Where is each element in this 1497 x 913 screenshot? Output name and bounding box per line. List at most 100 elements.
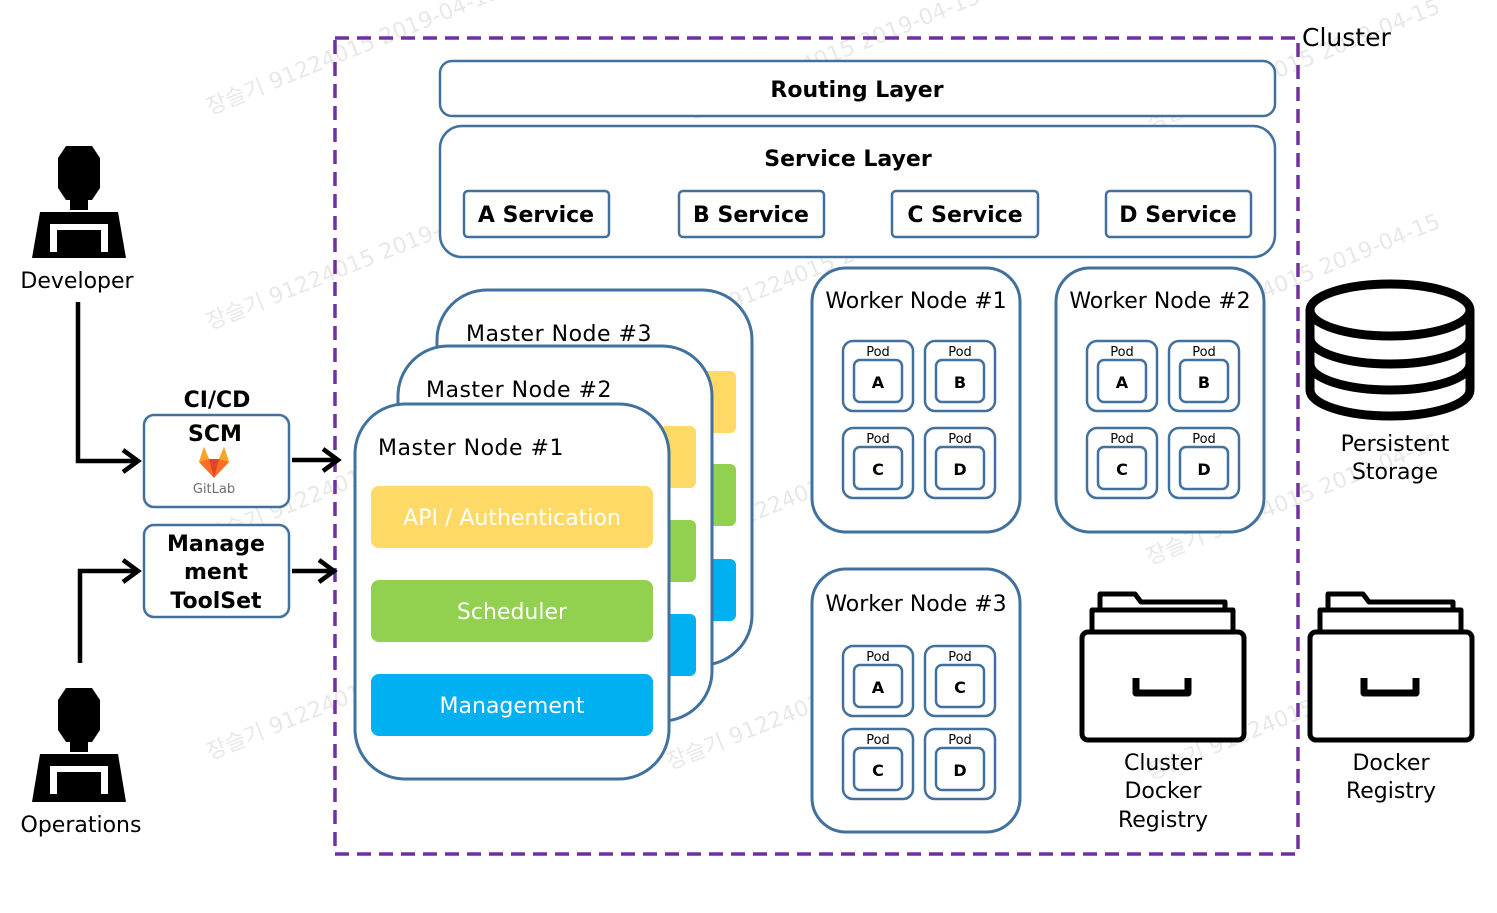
- database-icon: [1305, 279, 1475, 421]
- pod: Pod A: [1085, 339, 1159, 413]
- arrowhead: [121, 448, 142, 474]
- management-block: [371, 674, 653, 736]
- toolset-line1: Manage: [167, 532, 265, 557]
- pod: Pod C: [841, 727, 915, 801]
- pod-label: Pod: [948, 432, 972, 447]
- service-label-d: D Service: [1119, 203, 1236, 228]
- cluster-registry-line2: Docker: [1124, 779, 1202, 804]
- docker-registry-line1: Docker: [1352, 751, 1430, 776]
- cluster-registry-line1: Cluster: [1124, 751, 1203, 776]
- pod-label: Pod: [866, 733, 890, 748]
- routing-layer-box: [438, 59, 1277, 118]
- pod: Pod D: [923, 426, 997, 500]
- docker-registry: Docker Registry: [1307, 591, 1475, 804]
- arrowhead: [321, 447, 342, 473]
- pod-label: Pod: [866, 345, 890, 360]
- user-laptop-icon: [32, 688, 126, 802]
- master-node-1-label: Master Node #1: [378, 436, 564, 461]
- operations-label: Operations: [21, 813, 142, 838]
- storage-label-line2: Storage: [1352, 460, 1438, 485]
- pod-label: Pod: [948, 733, 972, 748]
- pod-name: D: [953, 460, 966, 479]
- storage-label-line1: Persistent: [1341, 432, 1450, 457]
- pod-label: Pod: [1110, 432, 1134, 447]
- api-auth-block: [371, 486, 653, 548]
- service-box-c: [890, 189, 1040, 239]
- cluster-docker-registry: Cluster Docker Registry: [1079, 591, 1247, 833]
- worker-node-3-label: Worker Node #3: [825, 592, 1006, 617]
- service-list: A Service B Service C Service D Service: [462, 189, 1253, 239]
- arrowhead: [317, 558, 338, 584]
- master-node-3-label: Master Node #3: [466, 322, 652, 347]
- pod-name: B: [954, 373, 966, 392]
- toolset-line2: ment: [184, 560, 249, 585]
- toolset-line3: ToolSet: [170, 589, 262, 614]
- pod: Pod C: [841, 426, 915, 500]
- scm-label: SCM: [188, 422, 242, 447]
- file-cabinet-icon: [1307, 591, 1475, 743]
- developer-label: Developer: [20, 269, 134, 294]
- developer-actor: Developer: [20, 146, 135, 294]
- arrowhead: [121, 558, 142, 584]
- scm-box: SCM GitLab: [142, 413, 291, 509]
- pod-name: C: [872, 761, 884, 780]
- routing-layer-label: Routing Layer: [770, 78, 943, 103]
- pod: Pod D: [1167, 426, 1241, 500]
- docker-registry-line2: Registry: [1346, 779, 1436, 804]
- pod-name: A: [872, 678, 885, 697]
- pod-label: Pod: [948, 345, 972, 360]
- cluster-label: Cluster: [1302, 23, 1391, 52]
- gitlab-label: GitLab: [193, 482, 235, 497]
- pod-name: B: [1198, 373, 1210, 392]
- pod-label: Pod: [948, 650, 972, 665]
- service-label-c: C Service: [907, 203, 1022, 228]
- operations-actor: Operations: [21, 688, 142, 838]
- service-box-d: [1104, 189, 1253, 239]
- user-laptop-icon: [32, 146, 126, 258]
- service-layer-label: Service Layer: [764, 147, 932, 172]
- worker-node-2-label: Worker Node #2: [1069, 289, 1250, 314]
- service-box-a: [462, 189, 611, 239]
- pod: Pod A: [841, 644, 915, 718]
- pod: Pod A: [841, 339, 915, 413]
- pod: Pod B: [1167, 339, 1241, 413]
- pod-label: Pod: [866, 650, 890, 665]
- master-node-2-label: Master Node #2: [426, 378, 612, 403]
- pod-name: C: [1116, 460, 1128, 479]
- worker-node-1: Worker Node #1 Pod A Pod B Pod C Pod D: [810, 266, 1022, 534]
- developer-to-scm-arrow: [75, 302, 136, 464]
- pod-name: A: [872, 373, 885, 392]
- pod-label: Pod: [866, 432, 890, 447]
- file-cabinet-icon: [1079, 591, 1247, 743]
- cicd-title: CI/CD: [184, 388, 251, 413]
- service-box-b: [677, 189, 826, 239]
- scheduler-label: Scheduler: [457, 600, 568, 625]
- pod: Pod C: [923, 644, 997, 718]
- service-layer-box: [438, 124, 1277, 259]
- cluster-boundary: [333, 36, 1300, 856]
- worker-node-2: Worker Node #2 Pod A Pod B Pod C Pod D: [1054, 266, 1266, 534]
- pod-label: Pod: [1192, 432, 1216, 447]
- pod: Pod B: [923, 339, 997, 413]
- master-node-1: Master Node #1 API / Authentication Sche…: [353, 402, 671, 781]
- worker-node-1-label: Worker Node #1: [825, 289, 1006, 314]
- persistent-storage: Persistent Storage: [1305, 279, 1475, 485]
- api-auth-label: API / Authentication: [403, 506, 621, 531]
- connectors: [75, 302, 342, 663]
- gitlab-logo-icon: [199, 447, 229, 478]
- pod: Pod C: [1085, 426, 1159, 500]
- management-toolset-box: Manage ment ToolSet: [142, 523, 291, 619]
- scheduler-block: [371, 580, 653, 642]
- pod-name: C: [872, 460, 884, 479]
- pod-label: Pod: [1192, 345, 1216, 360]
- service-label-b: B Service: [693, 203, 809, 228]
- service-label-a: A Service: [478, 203, 594, 228]
- pod-name: D: [953, 761, 966, 780]
- pod: Pod D: [923, 727, 997, 801]
- worker-node-3: Worker Node #3 Pod A Pod C Pod C Pod D: [810, 567, 1022, 834]
- management-label: Management: [440, 694, 585, 719]
- pod-name: A: [1116, 373, 1129, 392]
- pod-name: C: [954, 678, 966, 697]
- cluster-registry-line3: Registry: [1118, 808, 1208, 833]
